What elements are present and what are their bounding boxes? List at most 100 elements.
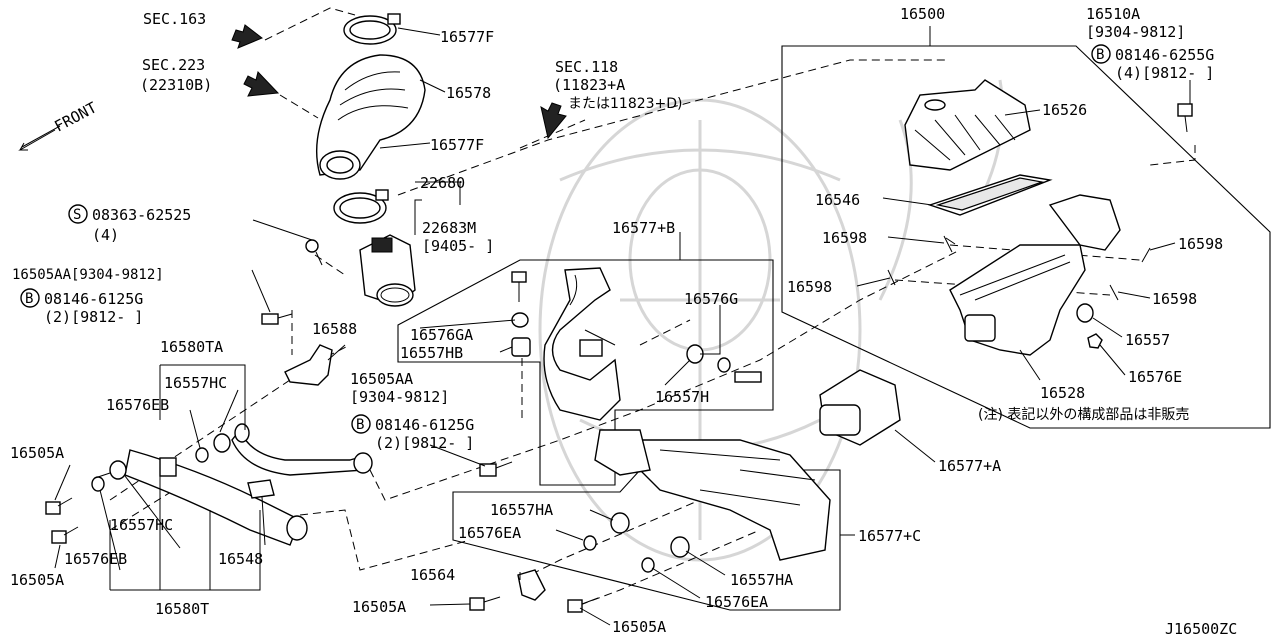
washer-16576EA-bot [641,557,655,573]
bolt-16576GA [511,271,527,302]
labels: SEC.163 SEC.223 (22310B) SEC.118 (11823+… [10,5,1237,638]
label-16557H: 16557H [655,388,709,406]
assembly-box-16500 [781,26,1271,429]
washer-16576EA-top [583,535,597,551]
label-16505A-left-bot: 16505A [10,571,64,589]
label-16505AA-mid-range: [9304-9812] [350,388,449,406]
label-16505A-bot-left: 16505A [352,598,406,616]
bolt-symbol-b-2-text: B [356,417,364,433]
grommet-16557HA-top [610,512,630,534]
label-16528: 16528 [1040,384,1085,402]
label-08146-6255G-qty: (4)[9812- ] [1115,64,1214,82]
label-16598-a: 16598 [822,229,867,247]
duct-16577B [543,267,621,421]
washer-16576EB-top [195,447,209,463]
screw-symbol-s-text: S [73,207,81,223]
grommet-16557 [1076,303,1094,323]
label-16576EB-bot: 16576EB [64,550,127,568]
sec118-sub1-label: (11823+A [553,76,625,94]
label-22680: 22680 [420,174,465,192]
air-cleaner-cover-16526 [904,79,1031,171]
screw-08363 [305,239,323,266]
duct-16580T [124,449,308,546]
label-16577F-mid: 16577F [430,136,484,154]
label-08146-6125G-mid-qty: (2)[9812- ] [375,434,474,452]
label-16577F-top: 16577F [440,28,494,46]
bolt-16505A-bot-right [567,597,599,613]
label-16576G: 16576G [684,290,738,308]
label-08146-6255G: 08146-6255G [1115,46,1214,64]
bolt-16505A-bot-left [469,596,501,611]
label-16526: 16526 [1042,101,1087,119]
label-08146-6125G-mid: 08146-6125G [375,416,474,434]
label-16557HC-top: 16557HC [164,374,227,392]
label-16505A-left-top: 16505A [10,444,64,462]
hose-clamp-16577F-mid [333,189,389,224]
label-16577B: 16577+B [612,219,675,237]
circled-symbols: S B B B [20,44,1111,434]
bolt-16557H [686,344,762,383]
label-16598-c: 16598 [787,278,832,296]
label-16577A: 16577+A [938,457,1001,475]
label-16576EA-top: 16576EA [458,524,521,542]
duct-16577A [819,369,901,446]
washer-16576EB-bot [91,476,105,492]
air-flow-meter-22680 [359,234,416,307]
bolt-16505A-left-bot [51,526,79,544]
pad-16548 [247,479,275,499]
bolt-symbol-b-3-text: B [1096,47,1104,63]
sec118-sub2-label: または11823+D) [568,96,683,112]
resonator-16577C [594,429,831,561]
diagram-code: J16500ZC [1165,620,1237,638]
leader-lines [54,27,1191,626]
bolt-16510A [1177,103,1193,133]
label-08146-6125G-top: 08146-6125G [44,290,143,308]
assembly-box-16577C [452,469,855,611]
label-16598-b: 16598 [1178,235,1223,253]
label-16578: 16578 [446,84,491,102]
bolt-symbol-b-2 [351,414,371,434]
nut-16576E [1087,333,1103,349]
bolt-16505A-left-top [45,497,73,515]
label-16505AA-top: 16505AA[9304-9812] [12,267,164,283]
label-16557HC-bot: 16557HC [110,516,173,534]
label-16505AA-mid: 16505AA [350,370,413,388]
bracket-16564 [517,569,546,601]
label-16557HA-bot: 16557HA [730,571,793,589]
bolt-16505AA-top [261,313,293,325]
sec223-sub-label: (22310B) [140,76,212,94]
intake-hose-16578 [315,54,426,180]
dashed-leaders [109,7,1196,606]
label-16557: 16557 [1125,331,1170,349]
bracket-16588 [284,344,333,386]
label-16546: 16546 [815,191,860,209]
label-16576GA: 16576GA [410,326,473,344]
label-08363-qty: (4) [92,226,119,244]
bolt-symbol-b-1 [20,288,40,308]
label-16500: 16500 [900,5,945,23]
screw-symbol-s [68,204,88,224]
label-16510A-range: [9304-9812] [1086,23,1185,41]
air-cleaner-case-16528 [949,194,1121,356]
label-08363: 08363-62525 [92,206,191,224]
bolt-symbol-b-1-text: B [25,291,33,307]
label-16576E: 16576E [1128,368,1182,386]
grommet-16557HB [511,337,531,357]
bolt-symbol-b-3 [1091,44,1111,64]
label-16580TA: 16580TA [160,338,223,356]
sec163-label: SEC.163 [143,10,206,28]
label-16577C: 16577+C [858,527,921,545]
label-16510A: 16510A [1086,5,1140,23]
grommet-16557HC-top [213,433,231,453]
filter-element-16546 [927,174,1053,216]
front-label: FRONT [51,98,99,135]
label-16588: 16588 [312,320,357,338]
label-16548: 16548 [218,550,263,568]
section-arrows [18,24,567,151]
label-22683M: 22683M [422,219,476,237]
bolt-16505AA-mid [479,461,513,477]
sec118-label: SEC.118 [555,58,618,76]
label-16564: 16564 [410,566,455,584]
